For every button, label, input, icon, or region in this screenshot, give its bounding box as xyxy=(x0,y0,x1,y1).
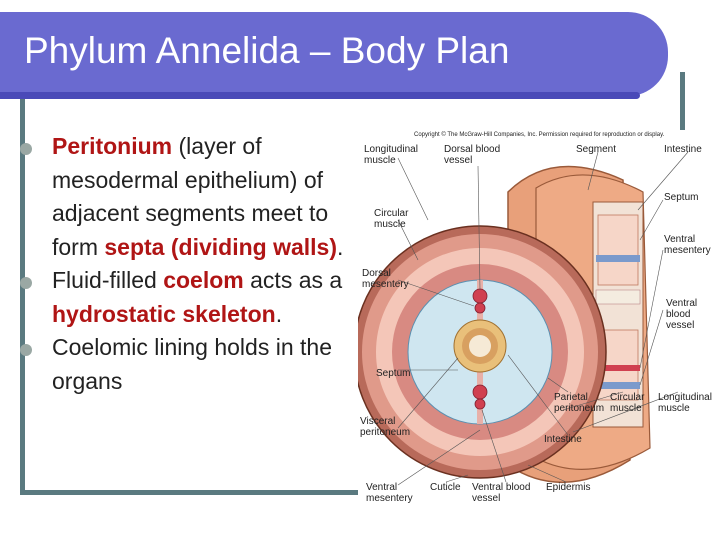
term-peritonium: Peritonium xyxy=(52,133,173,159)
slide-title: Phylum Annelida – Body Plan xyxy=(24,30,510,71)
label-parietal-peritoneum: Parietal peritoneum xyxy=(554,392,605,414)
label-ventral-mesentery: Ventral mesentery xyxy=(366,482,413,504)
label-segment: Segment xyxy=(576,144,617,155)
label-septum: Septum xyxy=(376,368,411,379)
copyright-notice: Copyright © The McGraw-Hill Companies, I… xyxy=(414,132,665,138)
bullet-item: Peritonium (layer of mesodermal epitheli… xyxy=(20,130,360,264)
label-intestine: Intestine xyxy=(664,144,702,155)
label-circular-muscle: Circular muscle xyxy=(610,392,645,414)
bullet-text: Coelomic lining holds in the organs xyxy=(52,334,332,394)
label-epidermis: Epidermis xyxy=(546,482,591,493)
annelid-illustration xyxy=(358,151,689,486)
label-ventral-blood-vessel: Ventral blood vessel xyxy=(472,482,531,504)
bullet-list: Peritonium (layer of mesodermal epitheli… xyxy=(20,130,360,398)
bullet-item: Fluid-filled coelom acts as a hydrostati… xyxy=(20,264,360,331)
title-underline xyxy=(0,92,640,99)
bullet-dot-icon xyxy=(20,143,32,155)
bullet-text: acts as a xyxy=(243,267,343,293)
term-septa: septa (dividing walls) xyxy=(104,233,337,260)
label-dorsal-blood-vessel: Dorsal blood vessel xyxy=(444,144,501,166)
label-dorsal-mesentery: Dorsal mesentery xyxy=(362,268,409,290)
label-longitudinal-muscle: Longitudinal muscle xyxy=(364,144,418,166)
frame-line-left xyxy=(20,96,25,495)
label-cuticle: Cuticle xyxy=(430,482,461,493)
bullet-dot-icon xyxy=(20,344,32,356)
frame-line-bottom xyxy=(20,490,685,495)
label-septum: Septum xyxy=(664,192,699,203)
label-ventral-blood-vessel: Ventral blood vessel xyxy=(666,298,698,331)
bullet-item: Coelomic lining holds in the organs xyxy=(20,331,360,398)
bullet-text: (layer of mesodermal epithelium) of adja… xyxy=(52,133,329,260)
label-longitudinal-muscle: Longitudinal muscle xyxy=(658,392,712,414)
annelid-diagram: Copyright © The McGraw-Hill Companies, I… xyxy=(358,130,712,510)
title-bar xyxy=(0,12,668,96)
bullet-text: . xyxy=(337,233,344,260)
bullet-dot-icon xyxy=(20,277,32,289)
term-hydrostatic-skeleton: hydrostatic skeleton xyxy=(52,300,276,327)
label-visceral-peritoneum: Visceral peritoneum xyxy=(360,416,411,438)
bullet-text: . xyxy=(275,300,283,327)
label-circular-muscle: Circular muscle xyxy=(374,208,409,230)
label-intestine: Intestine xyxy=(544,434,582,445)
term-coelom: coelom xyxy=(163,267,244,293)
bullet-text: Fluid-filled xyxy=(52,267,164,293)
label-ventral-mesentery: Ventral mesentery xyxy=(664,234,711,256)
